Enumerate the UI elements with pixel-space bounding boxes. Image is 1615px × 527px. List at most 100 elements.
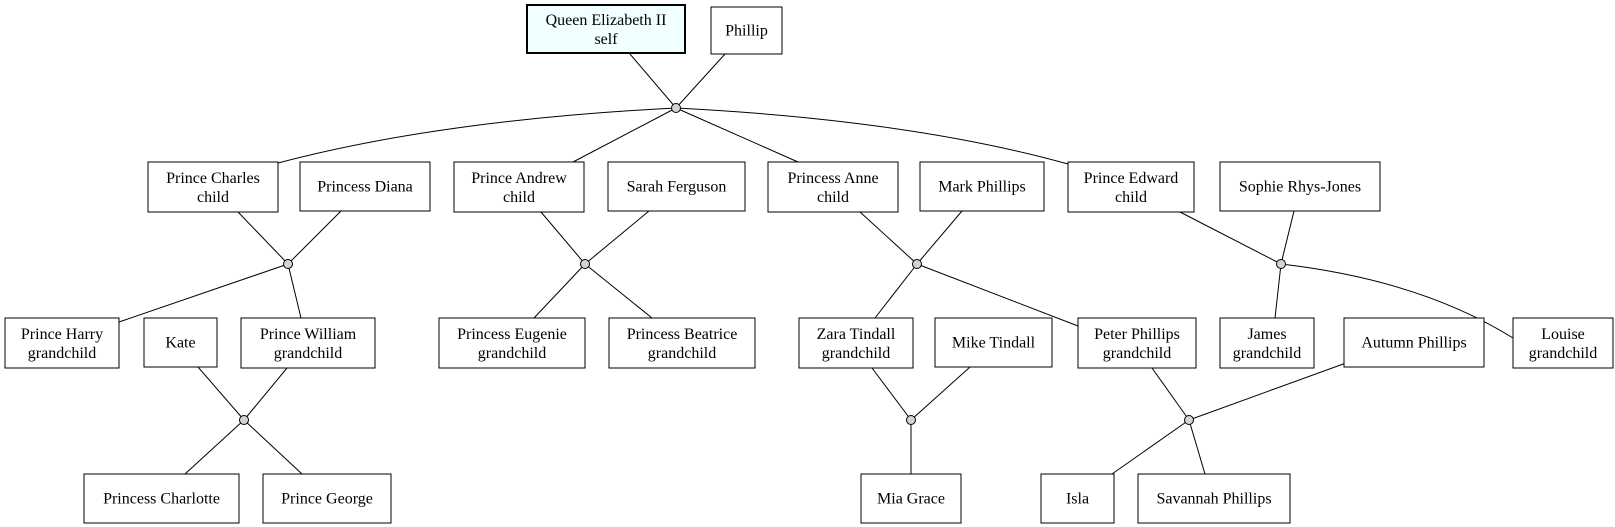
person-role: child [817,189,849,206]
person-name: Princess Eugenie [457,326,567,343]
person-name: Sophie Rhys-Jones [1239,179,1361,196]
person-role: grandchild [1103,345,1171,362]
person-name: Sarah Ferguson [627,179,727,196]
partner-edge-mike [910,366,971,421]
person-node-kate[interactable]: Kate [143,317,218,368]
union-node-zara-mike [906,415,916,425]
person-node-william[interactable]: Prince William grandchild [240,317,376,369]
person-name: Mia Grace [877,491,945,508]
child-edge-isla [1111,419,1190,475]
tree-edges [118,53,1514,475]
person-box [767,161,899,213]
union-node-edward-sophie [1276,259,1286,269]
partner-edge-autumn [1188,362,1347,421]
person-name: Princess Anne [787,170,878,187]
union-node-qe-phillip [671,103,681,113]
person-box [934,317,1053,368]
person-node-peter[interactable]: Peter Phillips grandchild [1077,317,1197,369]
person-node-charlotte[interactable]: Princess Charlotte [83,473,240,524]
person-box [1512,317,1614,369]
person-box [262,473,392,524]
person-role: grandchild [648,345,716,362]
person-name: Prince William [260,326,357,343]
person-box [860,473,962,524]
person-node-mia[interactable]: Mia Grace [860,473,962,524]
partner-edge-peter [1151,367,1190,421]
person-box [147,161,279,213]
child-edge-anne [675,107,799,163]
person-node-edward[interactable]: Prince Edward child [1067,161,1195,213]
person-name: Princess Charlotte [103,491,220,508]
person-node-andrew[interactable]: Prince Andrew child [453,161,585,213]
child-edge-savannah [1188,419,1206,475]
person-node-autumn[interactable]: Autumn Phillips [1343,317,1485,368]
partner-edge-william [243,367,288,421]
child-edge-louise [1280,263,1514,339]
person-node-sophie[interactable]: Sophie Rhys-Jones [1219,161,1381,212]
partner-edge-edward [1179,211,1282,265]
person-name: Peter Phillips [1094,326,1180,343]
person-node-george[interactable]: Prince George [262,473,392,524]
union-node-andrew-sarah [580,259,590,269]
person-role: grandchild [28,345,96,362]
person-name: Autumn Phillips [1361,335,1466,352]
person-node-phillip[interactable]: Phillip [710,6,783,55]
person-name: Prince Andrew [471,170,567,187]
person-name: Queen Elizabeth II [546,12,667,29]
person-name: Louise [1541,326,1585,343]
person-role: grandchild [1233,345,1301,362]
partner-edge-sarah [584,210,650,265]
person-node-sarah[interactable]: Sarah Ferguson [607,161,746,212]
partner-edge-andrew [540,211,586,265]
person-role: self [594,31,618,48]
person-node-beatrice[interactable]: Princess Beatrice grandchild [608,317,756,369]
person-box [607,161,746,212]
person-node-savannah[interactable]: Savannah Phillips [1137,473,1291,524]
person-node-mark[interactable]: Mark Phillips [919,161,1045,212]
person-role: child [197,189,229,206]
person-box [1219,317,1315,369]
person-box [608,317,756,369]
person-node-mike[interactable]: Mike Tindall [934,317,1053,368]
person-role: child [1115,189,1147,206]
child-edge-eugenie [533,263,586,319]
person-node-diana[interactable]: Princess Diana [299,161,431,212]
union-node-charles-diana [283,259,293,269]
person-box [4,317,120,369]
partner-edge-diana [287,210,342,265]
person-name: Kate [165,335,195,352]
partner-edge-anne [859,211,918,265]
person-name: Savannah Phillips [1156,491,1271,508]
child-edge-beatrice [584,263,653,319]
person-name: Prince George [281,491,373,508]
person-name: Isla [1066,491,1089,508]
person-node-qe[interactable]: Queen Elizabeth II self [526,4,686,54]
person-box [240,317,376,369]
person-role: grandchild [822,345,890,362]
child-edge-peter [916,263,1079,327]
person-box [526,4,686,54]
union-junctions [239,103,1286,425]
partner-edge-charles [237,211,289,265]
person-node-isla[interactable]: Isla [1040,473,1115,524]
person-role: grandchild [274,345,342,362]
person-role: child [503,189,535,206]
child-edge-william [287,263,302,319]
union-node-anne-mark [912,259,922,269]
person-box [1137,473,1291,524]
person-box [1219,161,1381,212]
person-node-anne[interactable]: Princess Anne child [767,161,899,213]
partner-edge-sophie [1280,210,1295,265]
partner-edge-kate [197,366,245,421]
person-name: Princess Beatrice [627,326,738,343]
person-name: Prince Edward [1084,170,1179,187]
child-edge-charles [277,107,677,164]
person-box [798,317,914,369]
